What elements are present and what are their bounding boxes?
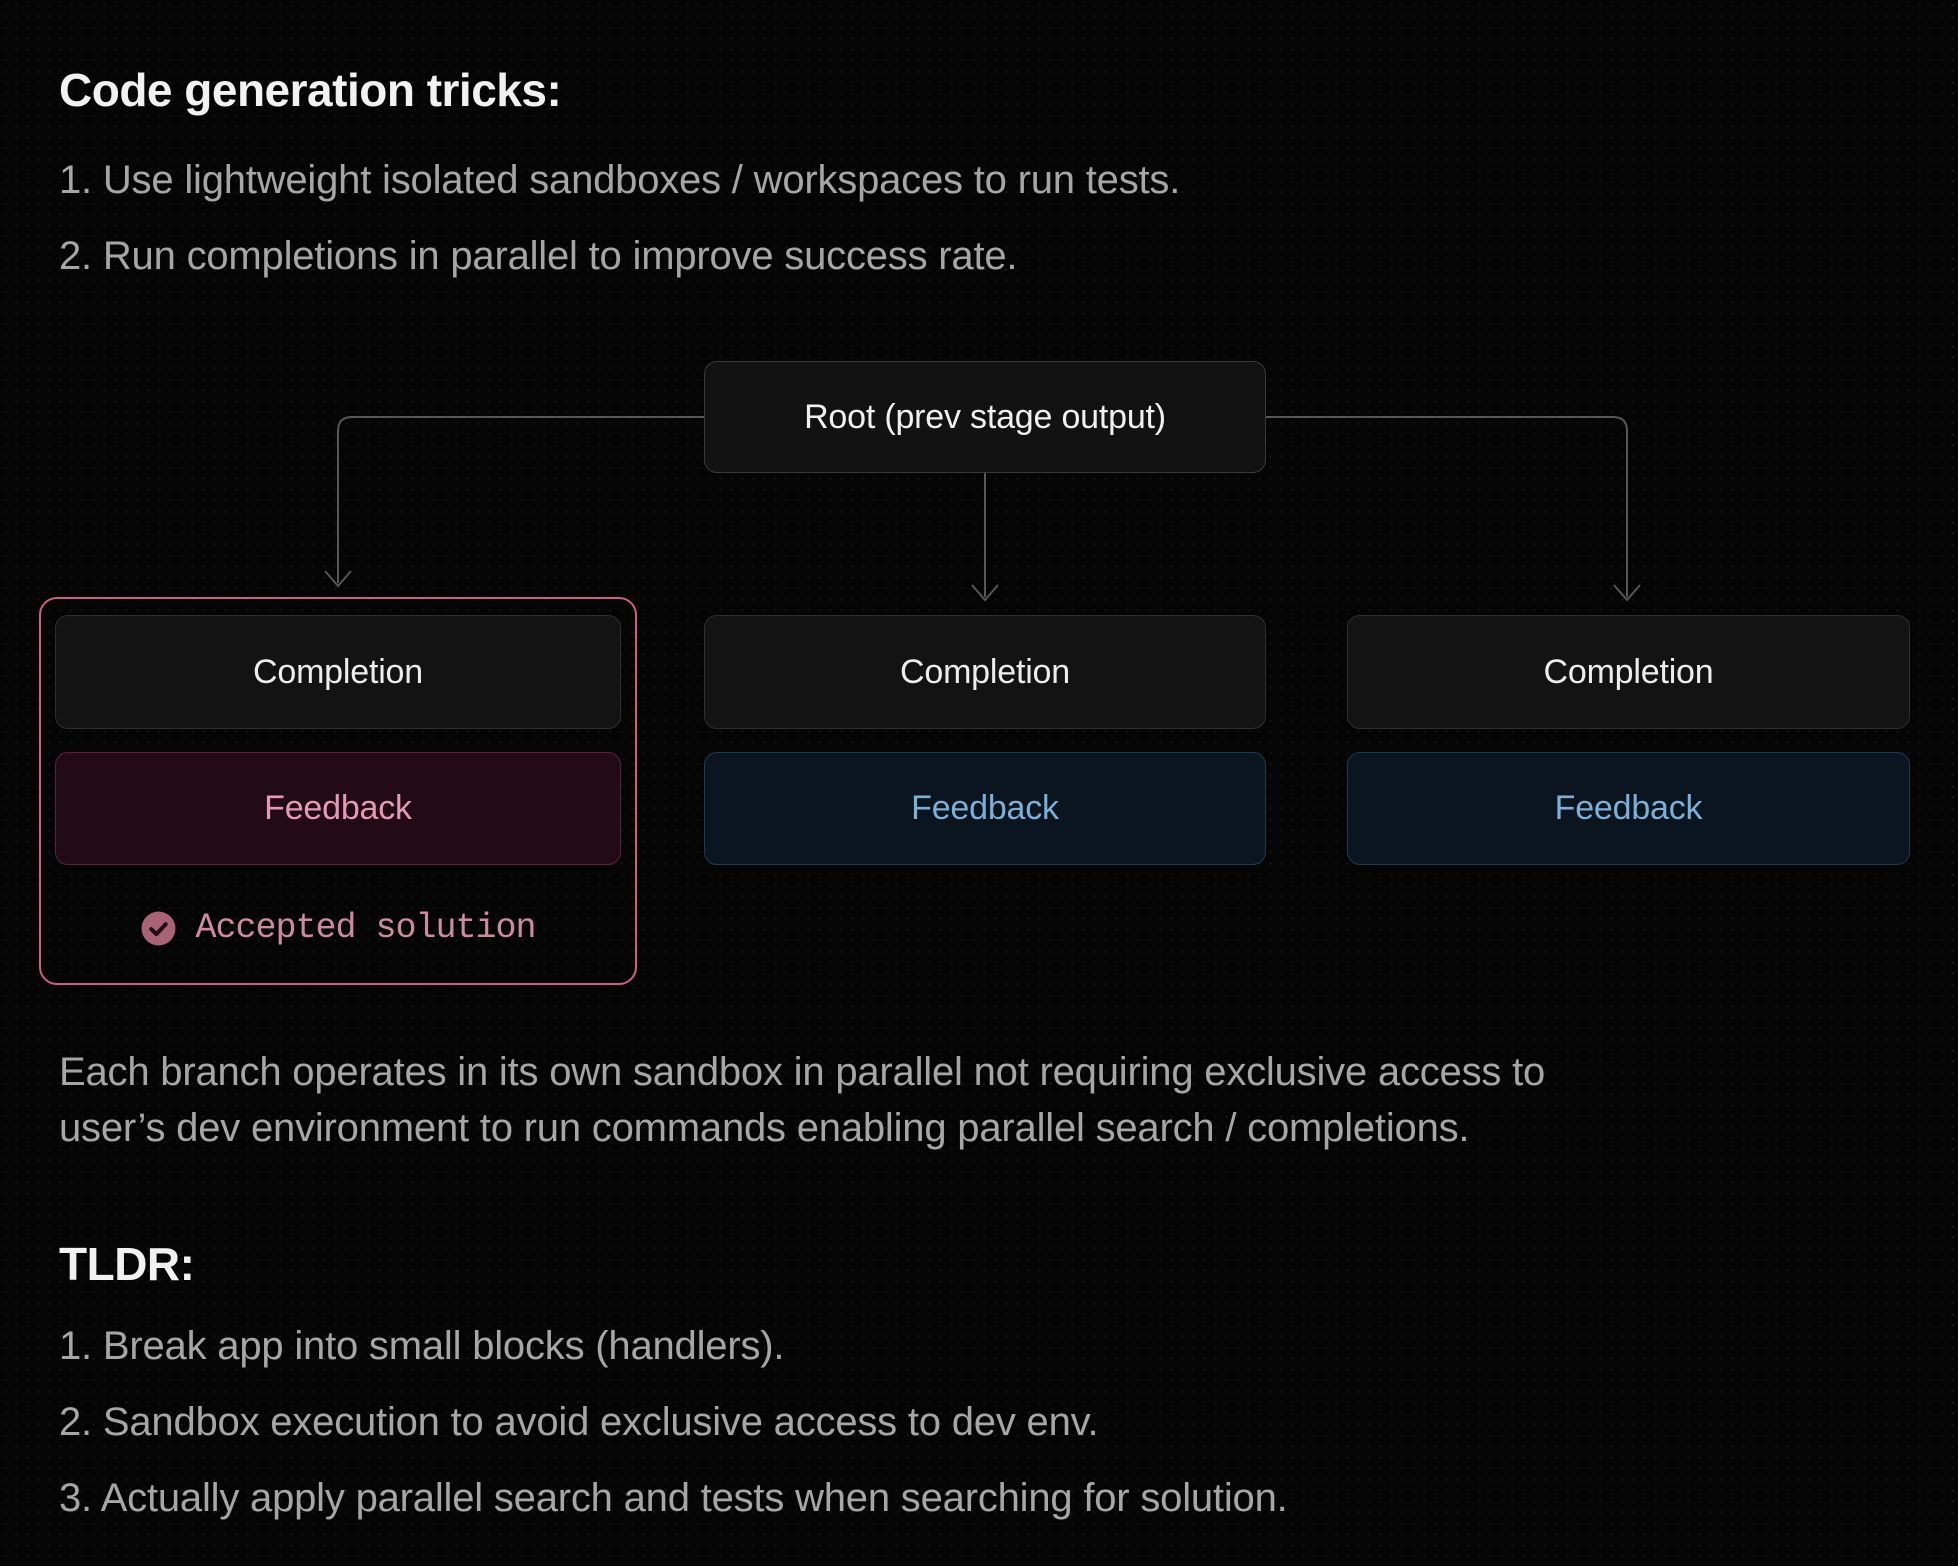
- completion-node-2-label: Completion: [900, 652, 1070, 691]
- accepted-solution-label: Accepted solution: [195, 908, 536, 948]
- feedback-node-3-label: Feedback: [1554, 789, 1703, 827]
- completion-node-3: Completion: [1347, 615, 1910, 729]
- completion-node-3-label: Completion: [1543, 652, 1714, 691]
- page-title: Code generation tricks:: [59, 64, 562, 116]
- feedback-node-1-label: Feedback: [264, 789, 412, 827]
- tldr-item-3: 3. Actually apply parallel search and te…: [59, 1476, 1288, 1520]
- tldr-title: TLDR:: [59, 1238, 195, 1290]
- connector-left: [337, 416, 704, 583]
- tldr-item-2: 2. Sandbox execution to avoid exclusive …: [59, 1400, 1099, 1444]
- tldr-item-1: 1. Break app into small blocks (handlers…: [59, 1324, 785, 1368]
- root-node: Root (prev stage output): [704, 361, 1266, 473]
- check-circle-icon: [142, 911, 176, 945]
- arrowhead-left-icon: [324, 570, 352, 588]
- accepted-branch-outline: [39, 597, 637, 985]
- intro-item-1: 1. Use lightweight isolated sandboxes / …: [59, 158, 1181, 202]
- feedback-node-2-label: Feedback: [911, 789, 1059, 827]
- connector-right: [1266, 416, 1628, 597]
- feedback-node-2: Feedback: [704, 752, 1266, 865]
- completion-node-1: Completion: [55, 615, 621, 729]
- root-node-label: Root (prev stage output): [804, 397, 1166, 436]
- branch-note: Each branch operates in its own sandbox …: [59, 1050, 1546, 1150]
- accepted-solution-badge: Accepted solution: [39, 905, 637, 951]
- feedback-node-1: Feedback: [55, 752, 621, 865]
- completion-node-2: Completion: [704, 615, 1266, 729]
- arrowhead-right-icon: [1613, 584, 1641, 602]
- intro-item-2: 2. Run completions in parallel to improv…: [59, 234, 1018, 278]
- arrowhead-middle-icon: [971, 584, 999, 602]
- feedback-node-3: Feedback: [1347, 752, 1910, 865]
- completion-node-1-label: Completion: [253, 652, 423, 691]
